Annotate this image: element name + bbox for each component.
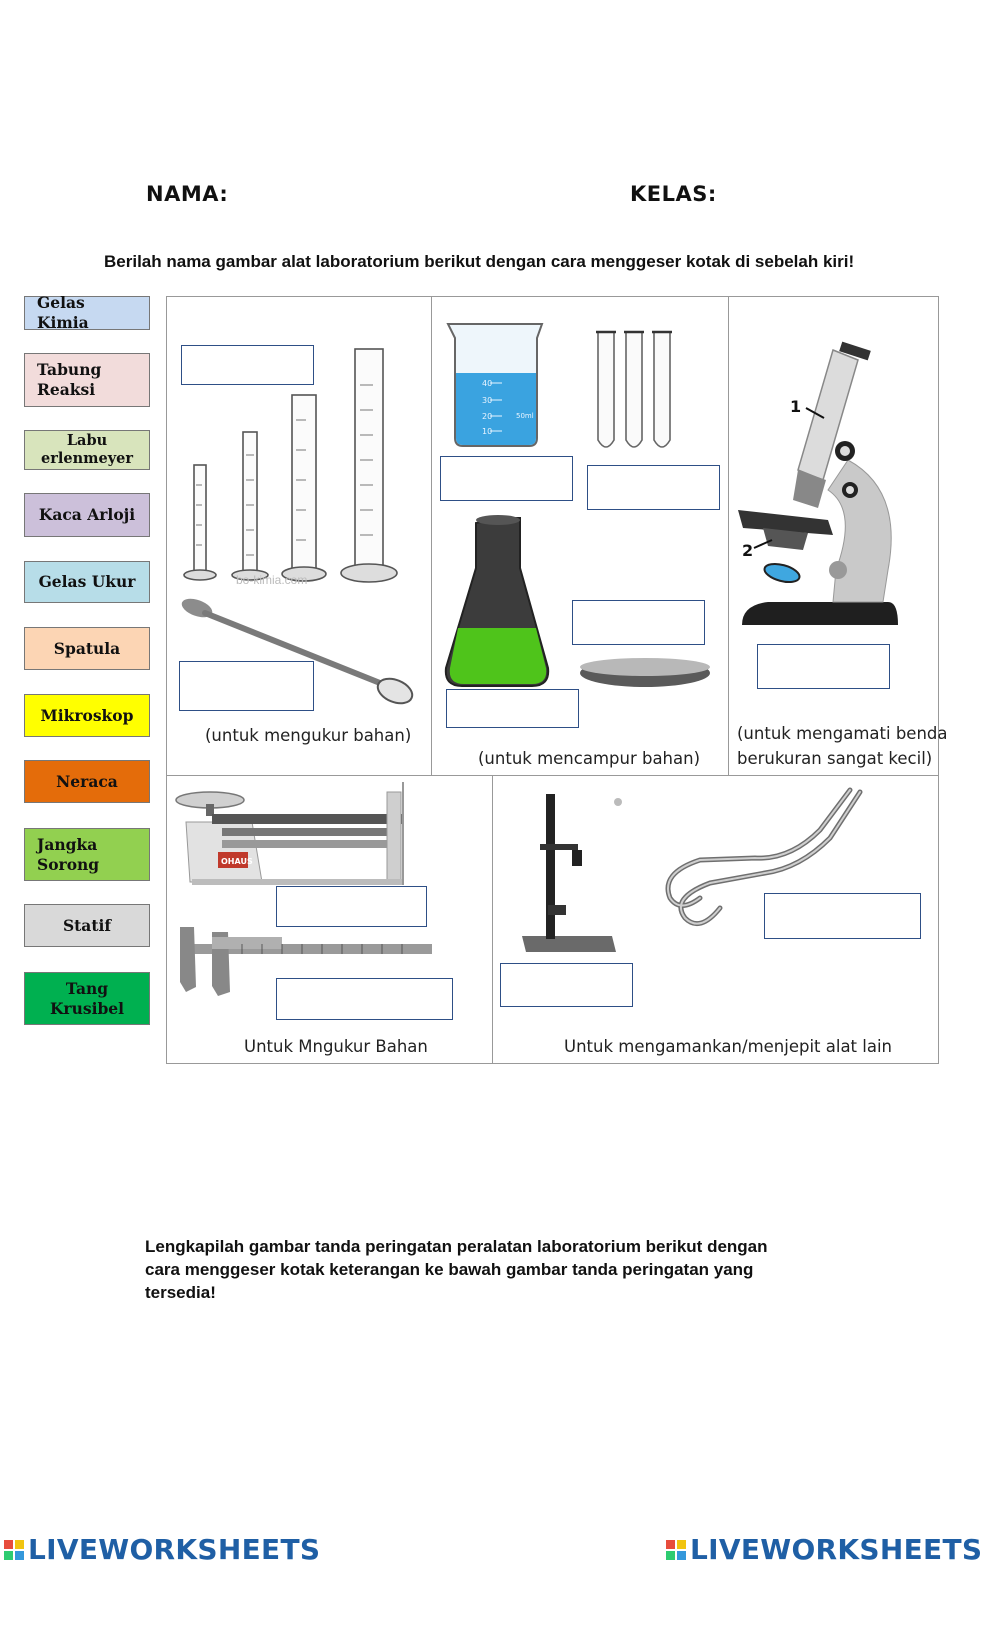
drop-box-mikroskop[interactable] [757, 644, 890, 689]
chip-label: Tabung Reaksi [37, 360, 102, 399]
chip-label: Tang Krusibel [49, 978, 125, 1018]
grid-divider [728, 296, 729, 776]
drop-box-jangka-sorong[interactable] [276, 978, 453, 1020]
drop-box-kaca-arloji[interactable] [572, 600, 705, 645]
drop-box-tabung-reaksi[interactable] [587, 465, 720, 510]
microscope-label-1: 1 [790, 397, 801, 416]
balance-badge: OHAUS [221, 857, 253, 866]
chip-statif[interactable]: Statif [24, 904, 150, 947]
picture-grid [166, 296, 939, 1064]
caption-measure-2: Untuk Mngukur Bahan [244, 1037, 428, 1056]
beaker-mark: 10 [482, 427, 492, 436]
chip-label: Neraca [56, 771, 118, 791]
liveworksheets-icon [4, 1539, 24, 1560]
brand-text: LIVEWORKSHEETS [28, 1533, 321, 1566]
chip-jangka-sorong[interactable]: Jangka Sorong [24, 828, 150, 881]
beaker-and-tubes-image: 40 30 20 10 50ml [444, 323, 710, 687]
drop-box-neraca[interactable] [276, 886, 427, 927]
brand-text: LIVEWORKSHEETS [690, 1533, 983, 1566]
kelas-label: KELAS: [630, 182, 717, 206]
caption-secure: Untuk mengamankan/menjepit alat lain [564, 1037, 893, 1056]
nama-label: NAMA: [146, 182, 229, 206]
chip-mikroskop[interactable]: Mikroskop [24, 694, 150, 737]
instruction-2-line: cara menggeser kotak keterangan ke bawah… [145, 1260, 754, 1279]
chip-label: Labu erlenmeyer [41, 432, 133, 467]
chip-label: Spatula [53, 638, 121, 658]
beaker-mark: 40 [482, 379, 492, 388]
beaker-mark: 30 [482, 396, 492, 405]
beaker-mark: 20 [482, 412, 492, 421]
balance-and-caliper-image: OHAUS [175, 782, 432, 996]
instruction-1: Berilah nama gambar alat laboratorium be… [104, 252, 855, 271]
grid-divider [492, 775, 493, 1064]
drop-box-spatula[interactable] [179, 661, 314, 711]
drop-box-gelas-ukur[interactable] [181, 345, 314, 385]
chip-gelas-kimia[interactable]: Gelas Kimia [24, 293, 150, 332]
drop-box-labu-erlenmeyer[interactable] [446, 689, 579, 728]
drop-box-gelas-kimia[interactable] [440, 456, 573, 501]
instruction-2-line: Lengkapilah gambar tanda peringatan pera… [145, 1237, 768, 1256]
brand-logo-right: LIVEWORKSHEETS [666, 1533, 982, 1566]
chip-kaca-arloji[interactable]: Kaca Arloji [24, 493, 150, 537]
grid-divider [166, 775, 939, 776]
image-watermark: bo-kimia.com [236, 573, 308, 587]
beaker-side-mark: 50ml [516, 412, 534, 420]
caption-observe-line2: berukuran sangat kecil) [737, 749, 933, 768]
chip-tabung-reaksi[interactable]: Tabung Reaksi [24, 353, 150, 407]
chip-label: Gelas Ukur [38, 572, 136, 591]
graduated-cylinders-image [181, 348, 414, 705]
chip-label: Gelas Kimia [37, 293, 89, 332]
chip-labu-erlenmeyer[interactable]: Labu erlenmeyer [24, 430, 150, 470]
chip-spatula[interactable]: Spatula [24, 627, 150, 670]
caption-observe-line1: (untuk mengamati benda [737, 724, 948, 743]
brand-logo-left: LIVEWORKSHEETS [4, 1533, 320, 1566]
microscope-label-2: 2 [742, 541, 753, 560]
chip-label: Mikroskop [40, 705, 134, 725]
instruction-2: Lengkapilah gambar tanda peringatan pera… [145, 1235, 768, 1304]
drop-box-statif[interactable] [500, 963, 633, 1007]
instruction-2-line: tersedia! [145, 1283, 216, 1302]
chip-neraca[interactable]: Neraca [24, 760, 150, 803]
caption-measure: (untuk mengukur bahan) [205, 726, 412, 745]
caption-mix: (untuk mencampur bahan) [478, 749, 701, 768]
liveworksheets-icon [666, 1539, 686, 1560]
chip-gelas-ukur[interactable]: Gelas Ukur [24, 561, 150, 603]
drop-box-tang-krusibel[interactable] [764, 893, 921, 939]
stand-and-tongs-image [522, 787, 863, 952]
chip-label: Jangka Sorong [37, 834, 100, 874]
chip-label: Statif [62, 915, 112, 935]
chip-label: Kaca Arloji [38, 505, 136, 524]
chip-tang-krusibel[interactable]: Tang Krusibel [24, 972, 150, 1025]
grid-divider [431, 296, 432, 776]
microscope-image: 1 2 [738, 341, 898, 625]
